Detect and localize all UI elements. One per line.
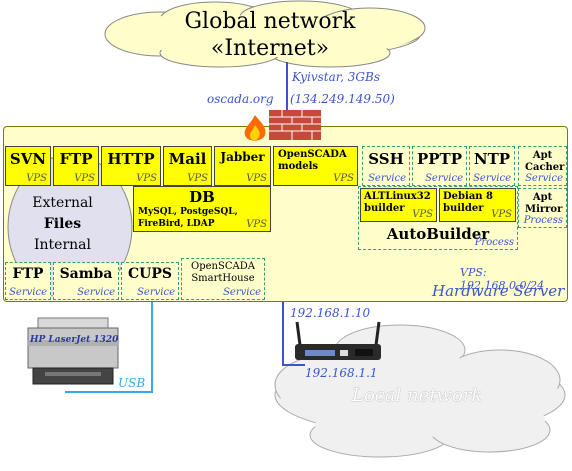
vps-altlinux32-builder-tag: VPS xyxy=(412,209,433,220)
autobuilder-title: AutoBuilder xyxy=(386,225,490,243)
server-vps-note: VPS: 192.168.0.0/24 xyxy=(460,266,545,292)
lan-router-ip: 192.168.1.1 xyxy=(305,366,378,380)
vps-http[interactable]: HTTP VPS xyxy=(101,146,161,186)
files-internal: Internal xyxy=(34,237,91,253)
vps-jabber-tag: VPS xyxy=(246,173,267,184)
router-icon xyxy=(295,321,381,360)
lan-line xyxy=(282,302,305,366)
service-cups-title: CUPS xyxy=(128,266,172,282)
service-cups-tag: Service xyxy=(137,287,175,298)
service-ftp[interactable]: FTP Service xyxy=(5,262,51,300)
service-pptp-title: PPTP xyxy=(417,150,462,168)
service-apt-cacher-title: Apt Cacher xyxy=(525,150,565,173)
process-apt-mirror[interactable]: Apt Mirror Process xyxy=(518,188,567,228)
service-ssh[interactable]: SSH Service xyxy=(362,146,410,186)
internet-subtitle: «Internet» xyxy=(210,36,330,61)
service-ssh-tag: Service xyxy=(368,173,406,184)
usb-label: USB xyxy=(118,376,146,390)
vps-http-title: HTTP xyxy=(107,150,155,168)
service-ftp-title: FTP xyxy=(12,266,44,282)
printer-icon xyxy=(27,317,119,385)
vps-db-tag: VPS xyxy=(246,219,267,230)
vps-db-detail: MySQL, PostgeSQL, FireBird, LDAP xyxy=(138,207,238,229)
service-ntp[interactable]: NTP Service xyxy=(469,146,515,186)
internet-title: Global network xyxy=(184,9,356,34)
service-openscada-smarthouse-tag: Service xyxy=(223,287,261,298)
service-cups[interactable]: CUPS Service xyxy=(121,262,179,300)
service-ftp-tag: Service xyxy=(9,287,47,298)
vps-mail-title: Mail xyxy=(168,150,207,168)
autobuilder-tag: Process xyxy=(474,237,514,248)
usb-line xyxy=(65,302,153,393)
vps-mail-tag: VPS xyxy=(187,173,208,184)
vps-debian8-builder-tag: VPS xyxy=(491,209,512,220)
printer-model: HP LaserJet 1320 xyxy=(30,335,119,345)
vps-debian8-builder-title: Debian 8 builder xyxy=(443,191,494,214)
vps-jabber-title: Jabber xyxy=(220,150,265,164)
lan-label: Local network xyxy=(352,385,483,406)
vps-ftp-tag: VPS xyxy=(74,173,95,184)
service-samba-tag: Service xyxy=(77,287,115,298)
lan-server-ip: 192.168.1.10 xyxy=(290,306,371,320)
service-openscada-smarthouse[interactable]: OpenSCADA SmartHouse Service xyxy=(181,258,265,300)
vps-mail[interactable]: Mail VPS xyxy=(163,146,212,186)
flame-icon xyxy=(244,115,266,141)
service-apt-cacher-tag: Service xyxy=(525,173,563,184)
vps-svn-tag: VPS xyxy=(26,173,47,184)
internet-cloud xyxy=(104,0,426,68)
vps-http-tag: VPS xyxy=(136,173,157,184)
service-openscada-smarthouse-title: OpenSCADA SmartHouse xyxy=(191,261,255,284)
service-ssh-title: SSH xyxy=(368,150,404,168)
vps-openscada-models-tag: VPS xyxy=(333,173,354,184)
process-apt-mirror-tag: Process xyxy=(523,215,563,226)
uplink-ip: (134.249.149.50) xyxy=(290,92,395,106)
vps-ftp-title: FTP xyxy=(59,150,93,168)
uplink-provider: Kyivstar, 3GBs xyxy=(292,70,380,84)
service-samba[interactable]: Samba Service xyxy=(53,262,119,300)
vps-svn[interactable]: SVN VPS xyxy=(5,146,51,186)
uplink-domain: oscada.org xyxy=(207,92,274,106)
vps-debian8-builder[interactable]: Debian 8 builder VPS xyxy=(439,188,516,222)
service-apt-cacher[interactable]: Apt Cacher Service xyxy=(518,146,567,186)
service-ntp-title: NTP xyxy=(473,150,511,168)
service-ntp-tag: Service xyxy=(473,173,511,184)
files-external: External xyxy=(32,195,93,211)
vps-openscada-models[interactable]: OpenSCADA models VPS xyxy=(273,146,358,186)
vps-svn-title: SVN xyxy=(9,150,47,168)
local-network-cloud xyxy=(274,324,566,458)
vps-altlinux32-builder-title: ALTLinux32 builder xyxy=(364,191,431,214)
vps-db-title: DB xyxy=(189,188,215,206)
vps-ftp[interactable]: FTP VPS xyxy=(53,146,99,186)
service-pptp[interactable]: PPTP Service xyxy=(412,146,467,186)
vps-jabber[interactable]: Jabber VPS xyxy=(214,146,271,186)
process-apt-mirror-title: Apt Mirror xyxy=(525,192,563,215)
firewall-front xyxy=(269,110,321,140)
server-label: Hardware Server xyxy=(432,282,565,300)
files-title: Files xyxy=(43,216,82,232)
vps-openscada-models-title: OpenSCADA models xyxy=(278,149,347,172)
service-pptp-tag: Service xyxy=(425,173,463,184)
service-samba-title: Samba xyxy=(59,266,113,282)
vps-altlinux32-builder[interactable]: ALTLinux32 builder VPS xyxy=(360,188,437,222)
vps-db[interactable]: DB MySQL, PostgeSQL, FireBird, LDAP VPS xyxy=(133,186,271,232)
